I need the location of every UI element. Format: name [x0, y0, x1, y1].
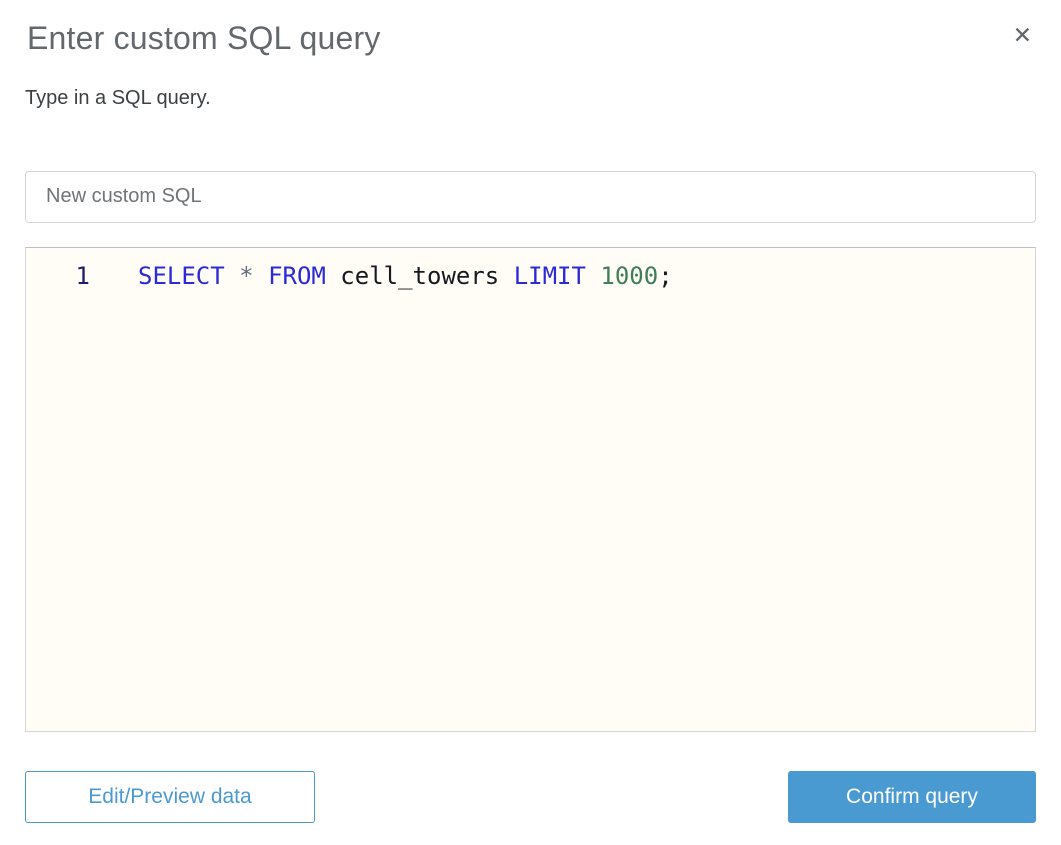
sql-editor-line: 1 SELECT * FROM cell_towers LIMIT 1000; [26, 248, 1035, 291]
edit-preview-data-button[interactable]: Edit/Preview data [25, 770, 315, 823]
close-icon: ✕ [1012, 22, 1032, 48]
confirm-query-button[interactable]: Confirm query [788, 770, 1036, 823]
sql-token-punctuation: ; [658, 261, 673, 290]
dialog-footer: Edit/Preview data Confirm query [25, 770, 1036, 823]
sql-token-keyword: LIMIT [513, 261, 586, 290]
page-title: Enter custom SQL query [27, 20, 381, 56]
close-button[interactable]: ✕ [1009, 22, 1036, 49]
sql-token-space [586, 262, 600, 290]
dialog-description: Type in a SQL query. [25, 86, 211, 109]
sql-editor[interactable]: 1 SELECT * FROM cell_towers LIMIT 1000; [25, 246, 1036, 732]
sql-token-space [254, 262, 268, 290]
sql-token-operator: * [239, 261, 254, 290]
sql-token-identifier: cell_towers [325, 261, 514, 290]
sql-token-keyword: SELECT [138, 261, 225, 290]
sql-code-line: SELECT * FROM cell_towers LIMIT 1000; [90, 261, 673, 291]
query-name-input[interactable] [25, 170, 1036, 223]
sql-token-keyword: FROM [268, 261, 326, 290]
sql-token-space [225, 262, 239, 290]
sql-token-number: 1000 [600, 261, 659, 290]
line-number: 1 [75, 261, 90, 290]
dialog-header: Enter custom SQL query ✕ [25, 16, 1036, 57]
